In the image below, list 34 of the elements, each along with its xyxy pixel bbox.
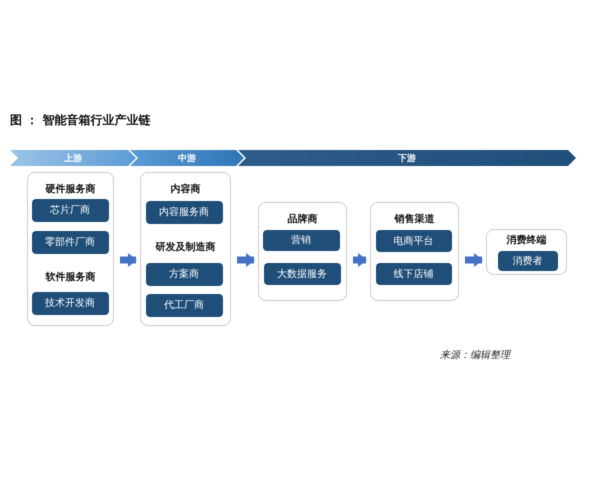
group-panel [140,172,231,326]
entity-box: 营销 [262,230,340,250]
group-panel [27,172,114,326]
block-arrow [353,253,367,267]
entity-box: 消费者 [498,250,558,270]
group-heading: 消费终端 [506,234,548,246]
stage-label: 上游 [64,152,82,164]
entity-box: 芯片厂商 [32,198,108,222]
group-panel [486,229,567,275]
block-arrow [120,253,137,267]
stage-band [130,150,244,166]
entity-box: 线下店铺 [376,262,452,284]
stage-label: 中游 [178,152,196,164]
source-note: 来源：编辑整理 [440,348,510,362]
group-panel [258,202,347,301]
entity-box: 零部件厂商 [32,230,108,254]
block-arrow [465,253,483,267]
entity-box: 技术开发商 [32,292,108,314]
entity-box: 代工厂商 [146,294,222,316]
stage-band [10,150,136,166]
figure-title: 图 ： 智能音箱行业产业链 [10,112,150,129]
block-arrow [237,253,255,267]
entity-box: 电商平台 [376,230,452,252]
group-heading: 软件服务商 [44,270,96,284]
group-heading: 硬件服务商 [44,182,96,196]
group-heading: 品牌商 [286,212,318,226]
entity-box: 大数据服务 [264,262,340,284]
group-heading: 销售渠道 [393,212,436,226]
entity-box: 方案商 [146,262,222,286]
group-heading: 研发及制造商 [154,240,216,254]
stage-label: 下游 [398,152,416,164]
entity-box: 内容服务商 [146,200,222,224]
group-heading: 内容商 [170,182,202,196]
group-panel [370,202,459,301]
